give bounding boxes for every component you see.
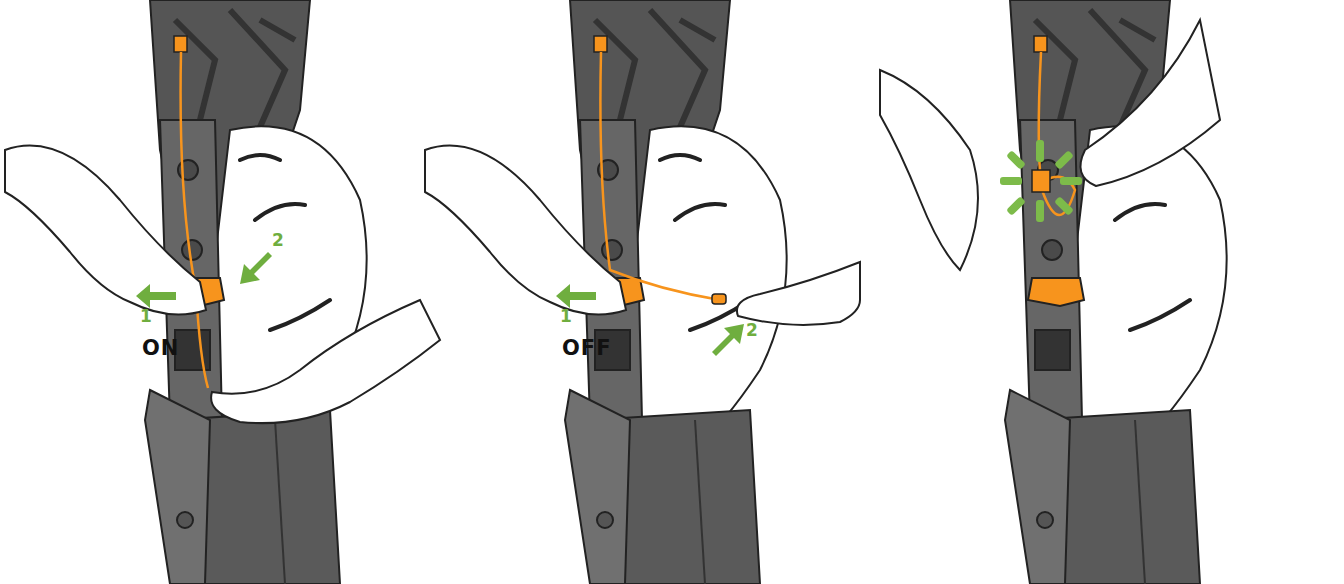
callout-number: 1 — [140, 308, 152, 325]
callout-number: 1 — [560, 308, 572, 325]
callout-number: 2 — [272, 232, 284, 249]
panel-on — [5, 0, 440, 584]
panel-off — [425, 0, 860, 584]
state-label: OFF — [562, 338, 612, 359]
panel-stow — [880, 0, 1227, 584]
callout-number: 2 — [746, 322, 758, 339]
state-label: ON — [142, 338, 179, 359]
